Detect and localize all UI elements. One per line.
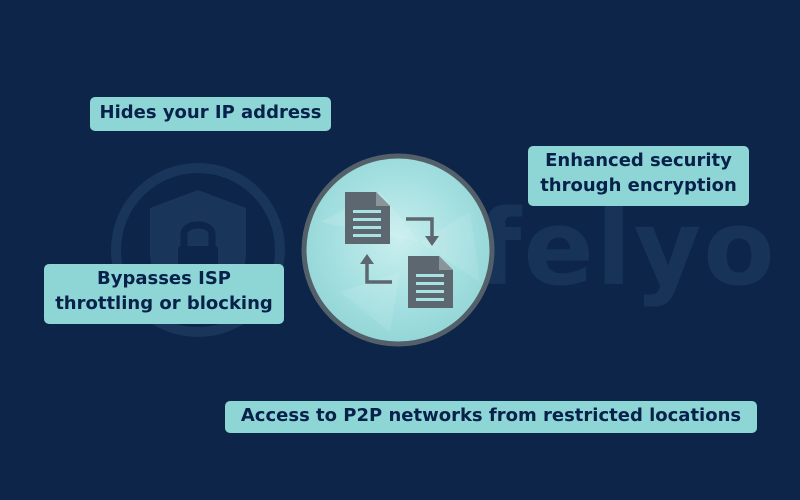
- arrow-right-down-icon: [406, 217, 439, 246]
- label-security-line1: Enhanced security: [545, 150, 732, 171]
- arrow-left-up-icon: [360, 254, 392, 284]
- label-security-line2: through encryption: [540, 174, 737, 196]
- label-hides-ip-text: Hides your IP address: [99, 102, 322, 123]
- label-enhanced-security: Enhanced security through encryption: [528, 146, 749, 206]
- file-transfer-hub: [301, 153, 495, 347]
- label-p2p-text: Access to P2P networks from restricted l…: [240, 405, 742, 426]
- document-icon: [345, 192, 390, 244]
- label-isp-line2: throttling or blocking: [55, 292, 273, 314]
- label-isp-line1: Bypasses ISP: [97, 268, 231, 289]
- label-p2p-access: Access to P2P networks from restricted l…: [225, 401, 757, 433]
- label-hides-ip: Hides your IP address: [90, 97, 331, 131]
- label-bypasses-isp: Bypasses ISP throttling or blocking: [44, 264, 284, 324]
- document-icon: [408, 256, 453, 308]
